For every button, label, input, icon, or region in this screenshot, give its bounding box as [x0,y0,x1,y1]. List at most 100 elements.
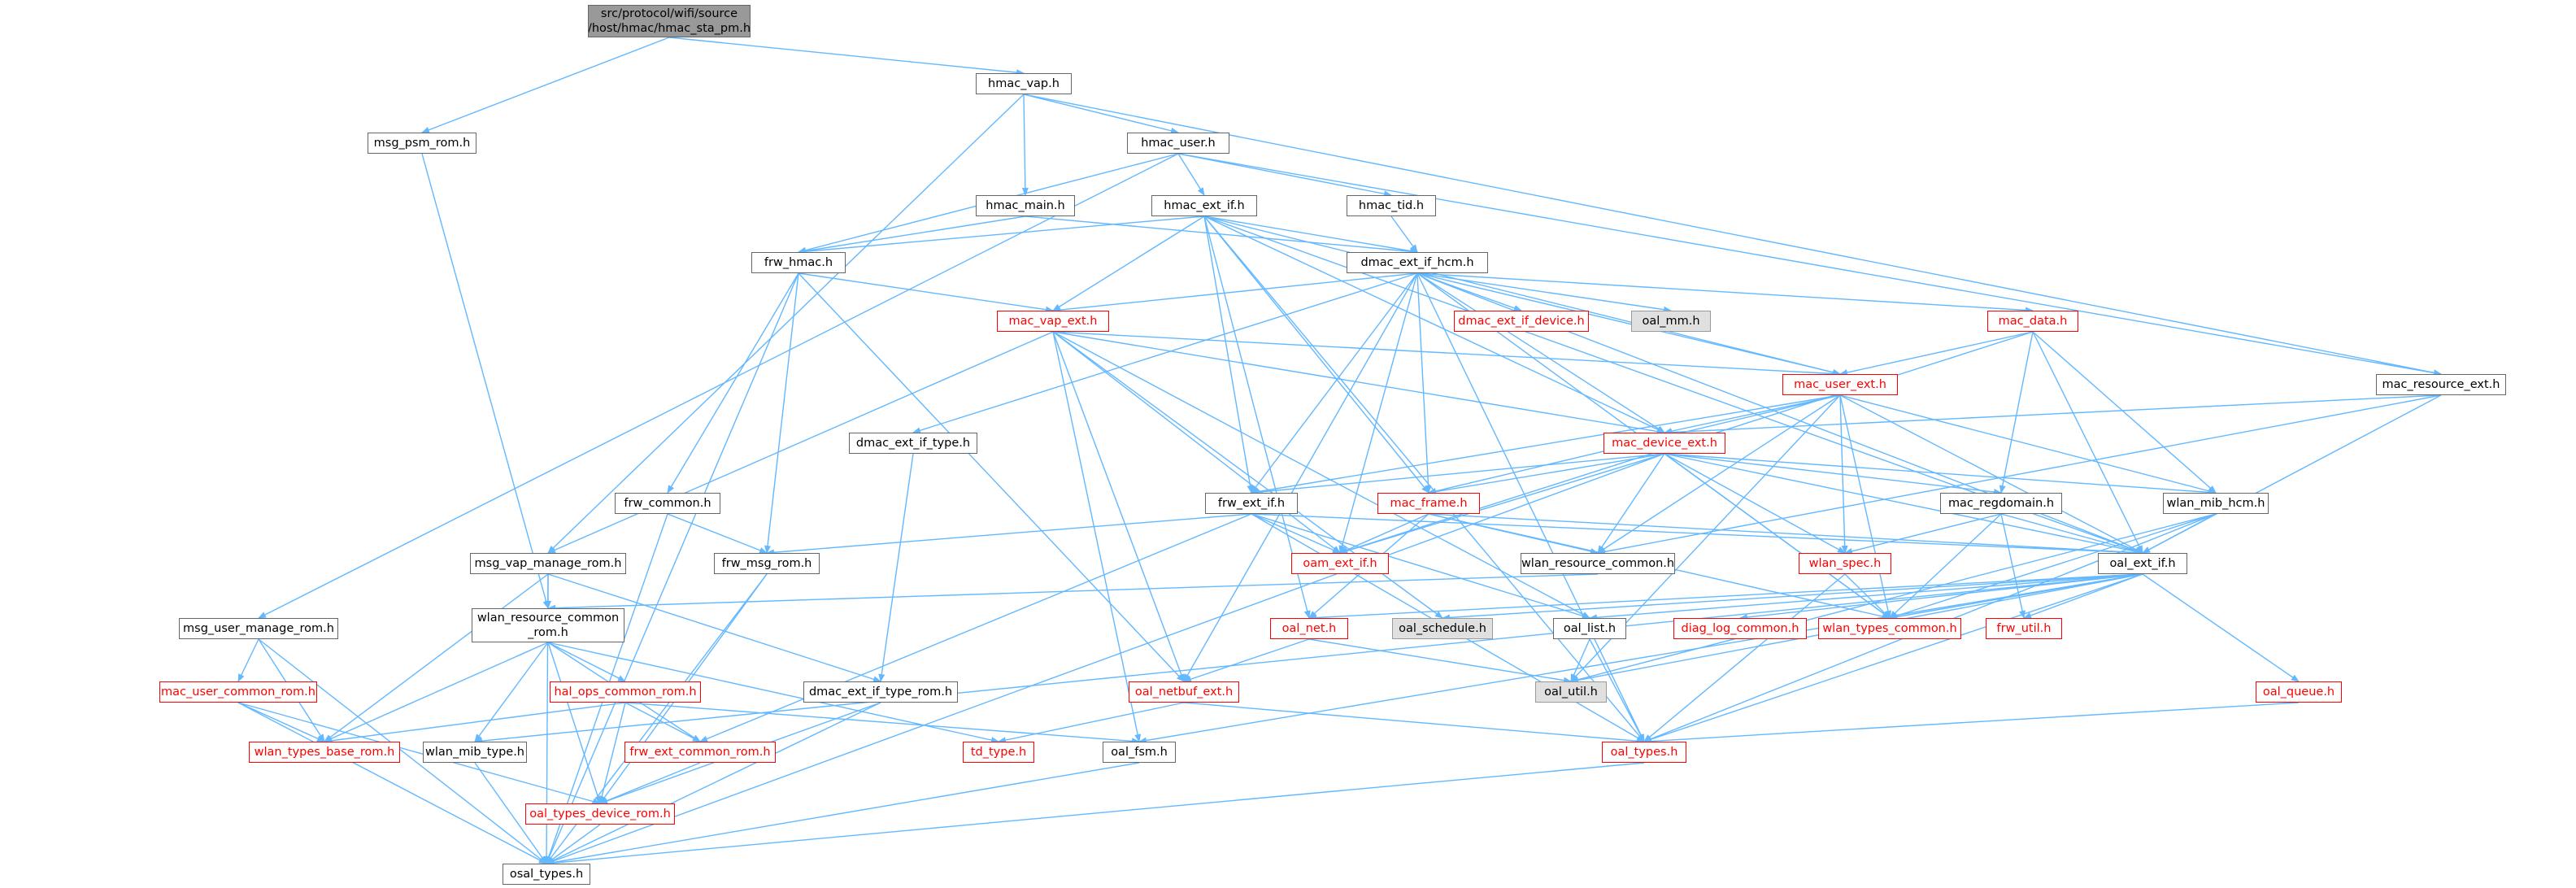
edge-mac_resource_ext-to-wlan_resource_common [1597,394,2442,555]
edge-hmac_vap-to-mac_resource_ext [1023,94,2442,377]
node-oal-netbuf-ext[interactable]: oal_netbuf_ext.h [1129,681,1239,703]
edge-msg_psm_rom-to-wlan_resource_common_rom [421,153,550,609]
edge-mac_vap_ext-to-oam_ext_if [1052,331,1341,554]
node-hmac-user[interactable]: hmac_user.h [1127,133,1229,154]
node-hal-ops-common-rom[interactable]: hal_ops_common_rom.h [550,681,701,703]
edge-hal_ops_common_rom-to-frw_ext_common_rom [624,702,701,742]
node-frw-ext-if[interactable]: frw_ext_if.h [1205,493,1298,514]
edge-frw_ext_common_rom-to-oal_types_device_rom [599,762,701,804]
edge-dmac_ext_if_hcm-to-frw_ext_if [1251,272,1418,494]
edge-oal_netbuf_ext-to-td_type [998,702,1185,744]
node-oal-mm[interactable]: oal_mm.h [1631,311,1711,332]
edge-mac_device_ext-to-frw_ext_if [1251,453,1665,496]
edge-oal_ext_if-to-oal_list [1589,573,2143,621]
edge-mac_regdomain-to-wlan_spec [1844,513,2002,555]
node-mac-regdomain[interactable]: mac_regdomain.h [1940,493,2062,514]
node-dmac-ext-if-type-rom[interactable]: dmac_ext_if_type_rom.h [803,681,958,703]
edge-mac_device_ext-to-wlan_types_common [1664,453,1891,619]
edges-layer [237,37,2442,867]
node-wlan-resource-common-rom[interactable]: wlan_resource_common _rom.h [472,608,624,642]
node-oal-schedule[interactable]: oal_schedule.h [1392,618,1493,639]
node-hmac-ext-if[interactable]: hmac_ext_if.h [1151,195,1257,216]
edge-mac_user_ext-to-wlan_mib_hcm [1839,394,2217,494]
edge-wlan_mib_type-to-osal_types [474,762,547,864]
node-msg-user-manage-rom[interactable]: msg_user_manage_rom.h [179,618,338,639]
node-hmac-main[interactable]: hmac_main.h [976,195,1075,216]
node-mac-user-ext[interactable]: mac_user_ext.h [1782,374,1898,395]
node-oal-fsm[interactable]: oal_fsm.h [1103,742,1176,763]
node-frw-ext-common-rom[interactable]: frw_ext_common_rom.h [624,742,776,763]
edge-frw_hmac-to-oal_netbuf_ext [798,272,1185,682]
edge-oal_ext_if-to-diag_log_common [1739,573,2143,621]
node-diag-log-common[interactable]: diag_log_common.h [1673,618,1807,639]
node-oal-ext-if[interactable]: oal_ext_if.h [2098,553,2187,574]
edge-frw_ext_if-to-oal_ext_if [1251,513,2143,556]
edge-mac_device_ext-to-wlan_mib_hcm [1664,453,2217,496]
node-wlan-resource-common-rom-line-2: _rom.h [528,626,568,639]
node-frw-util[interactable]: frw_util.h [1986,618,2062,639]
edge-oal_ext_if-to-oal_net [1308,573,2143,621]
node-root-line-1: src/protocol/wifi/source [600,7,738,20]
node-mac-data[interactable]: mac_data.h [1987,311,2078,332]
edge-dmac_ext_if_hcm-to-mac_data [1416,272,2034,314]
node-wlan-spec[interactable]: wlan_spec.h [1799,553,1891,574]
edge-dmac_ext_if_hcm-to-mac_device_ext [1416,272,1665,433]
edge-wlan_resource_common-to-wlan_resource_common_rom [547,573,1599,612]
node-mac-frame[interactable]: mac_frame.h [1377,493,1480,514]
node-oal-net[interactable]: oal_net.h [1270,618,1348,639]
edge-wlan_mib_hcm-to-oal_util [1570,513,2217,683]
edge-mac_user_ext-to-mac_device_ext [1664,394,1841,435]
node-mac-device-ext[interactable]: mac_device_ext.h [1603,433,1725,454]
edge-hal_ops_common_rom-to-oal_types_device_rom [598,702,626,804]
node-frw-hmac[interactable]: frw_hmac.h [751,252,846,273]
edge-dmac_ext_if_type-to-dmac_ext_if_type_rom [878,453,914,682]
edge-mac_data-to-wlan_mib_hcm [2032,331,2217,494]
edge-mac_user_ext-to-frw_ext_if [1251,394,1841,495]
node-oal-list[interactable]: oal_list.h [1553,618,1626,639]
edge-oal_types_device_rom-to-osal_types [546,824,601,864]
edge-msg_vap_manage_rom-to-dmac_ext_if_type_rom [547,573,881,683]
edge-mac_data-to-mac_user_ext [1839,331,2034,376]
node-dmac-ext-if-hcm[interactable]: dmac_ext_if_hcm.h [1347,252,1488,273]
edge-msg_vap_manage_rom-to-wlan_types_base_rom [324,573,549,742]
edge-root-to-msg_psm_rom [421,37,670,133]
edge-hal_ops_common_rom-to-wlan_types_base_rom [324,702,626,744]
node-wlan-types-base-rom[interactable]: wlan_types_base_rom.h [249,742,400,763]
node-wlan-resource-common-rom-line-1: wlan_resource_common [476,612,620,625]
edge-dmac_ext_if_hcm-to-mac_vap_ext [1052,272,1418,314]
node-wlan-types-common[interactable]: wlan_types_common.h [1818,618,1961,639]
node-frw-msg-rom[interactable]: frw_msg_rom.h [714,553,820,574]
edge-oal_ext_if-to-oal_fsm [1138,573,2143,744]
edge-oal_list-to-oal_util [1570,638,1590,682]
edge-oal_ext_if-to-oal_schedule [1442,573,2143,621]
edge-msg_user_manage_rom-to-mac_user_common_rom [237,638,259,682]
node-msg-vap-manage-rom[interactable]: msg_vap_manage_rom.h [470,553,626,574]
node-oal-util[interactable]: oal_util.h [1535,681,1607,703]
edge-mac_user_common_rom-to-osal_types [237,702,547,864]
node-dmac-ext-if-type[interactable]: dmac_ext_if_type.h [849,433,977,454]
edge-mac_resource_ext-to-mac_device_ext [1664,394,2442,436]
node-mac-user-common-rom[interactable]: mac_user_common_rom.h [159,681,317,703]
node-mac-resource-ext[interactable]: mac_resource_ext.h [2376,374,2506,395]
edge-hmac_ext_if-to-frw_ext_if [1203,215,1254,494]
edge-wlan_resource_common_rom-to-hal_ops_common_rom [547,642,626,682]
node-oal-types[interactable]: oal_types.h [1602,742,1686,763]
node-wlan-mib-hcm[interactable]: wlan_mib_hcm.h [2163,493,2269,514]
node-osal-types[interactable]: osal_types.h [503,864,590,885]
node-mac-vap-ext[interactable]: mac_vap_ext.h [997,311,1109,332]
node-oam-ext-if[interactable]: oam_ext_if.h [1291,553,1389,574]
edge-wlan_mib_hcm-to-wlan_types_common [1889,513,2217,620]
node-td-type[interactable]: td_type.h [963,742,1034,763]
node-dmac-ext-if-device[interactable]: dmac_ext_if_device.h [1454,311,1589,332]
node-msg-psm-rom[interactable]: msg_psm_rom.h [368,133,476,154]
edge-hmac_vap-to-hmac_main [1021,94,1029,196]
node-hmac-vap[interactable]: hmac_vap.h [976,73,1072,94]
edge-hmac_tid-to-dmac_ext_if_hcm [1390,215,1418,253]
node-frw-common[interactable]: frw_common.h [615,493,720,514]
edge-hmac_ext_if-to-dmac_ext_if_hcm [1203,215,1418,255]
node-hmac-tid[interactable]: hmac_tid.h [1347,195,1436,216]
node-wlan-resource-common[interactable]: wlan_resource_common.h [1521,553,1675,574]
node-oal-queue[interactable]: oal_queue.h [2256,681,2342,703]
node-wlan-mib-type[interactable]: wlan_mib_type.h [423,742,527,763]
node-oal-types-device-rom[interactable]: oal_types_device_rom.h [525,803,675,825]
